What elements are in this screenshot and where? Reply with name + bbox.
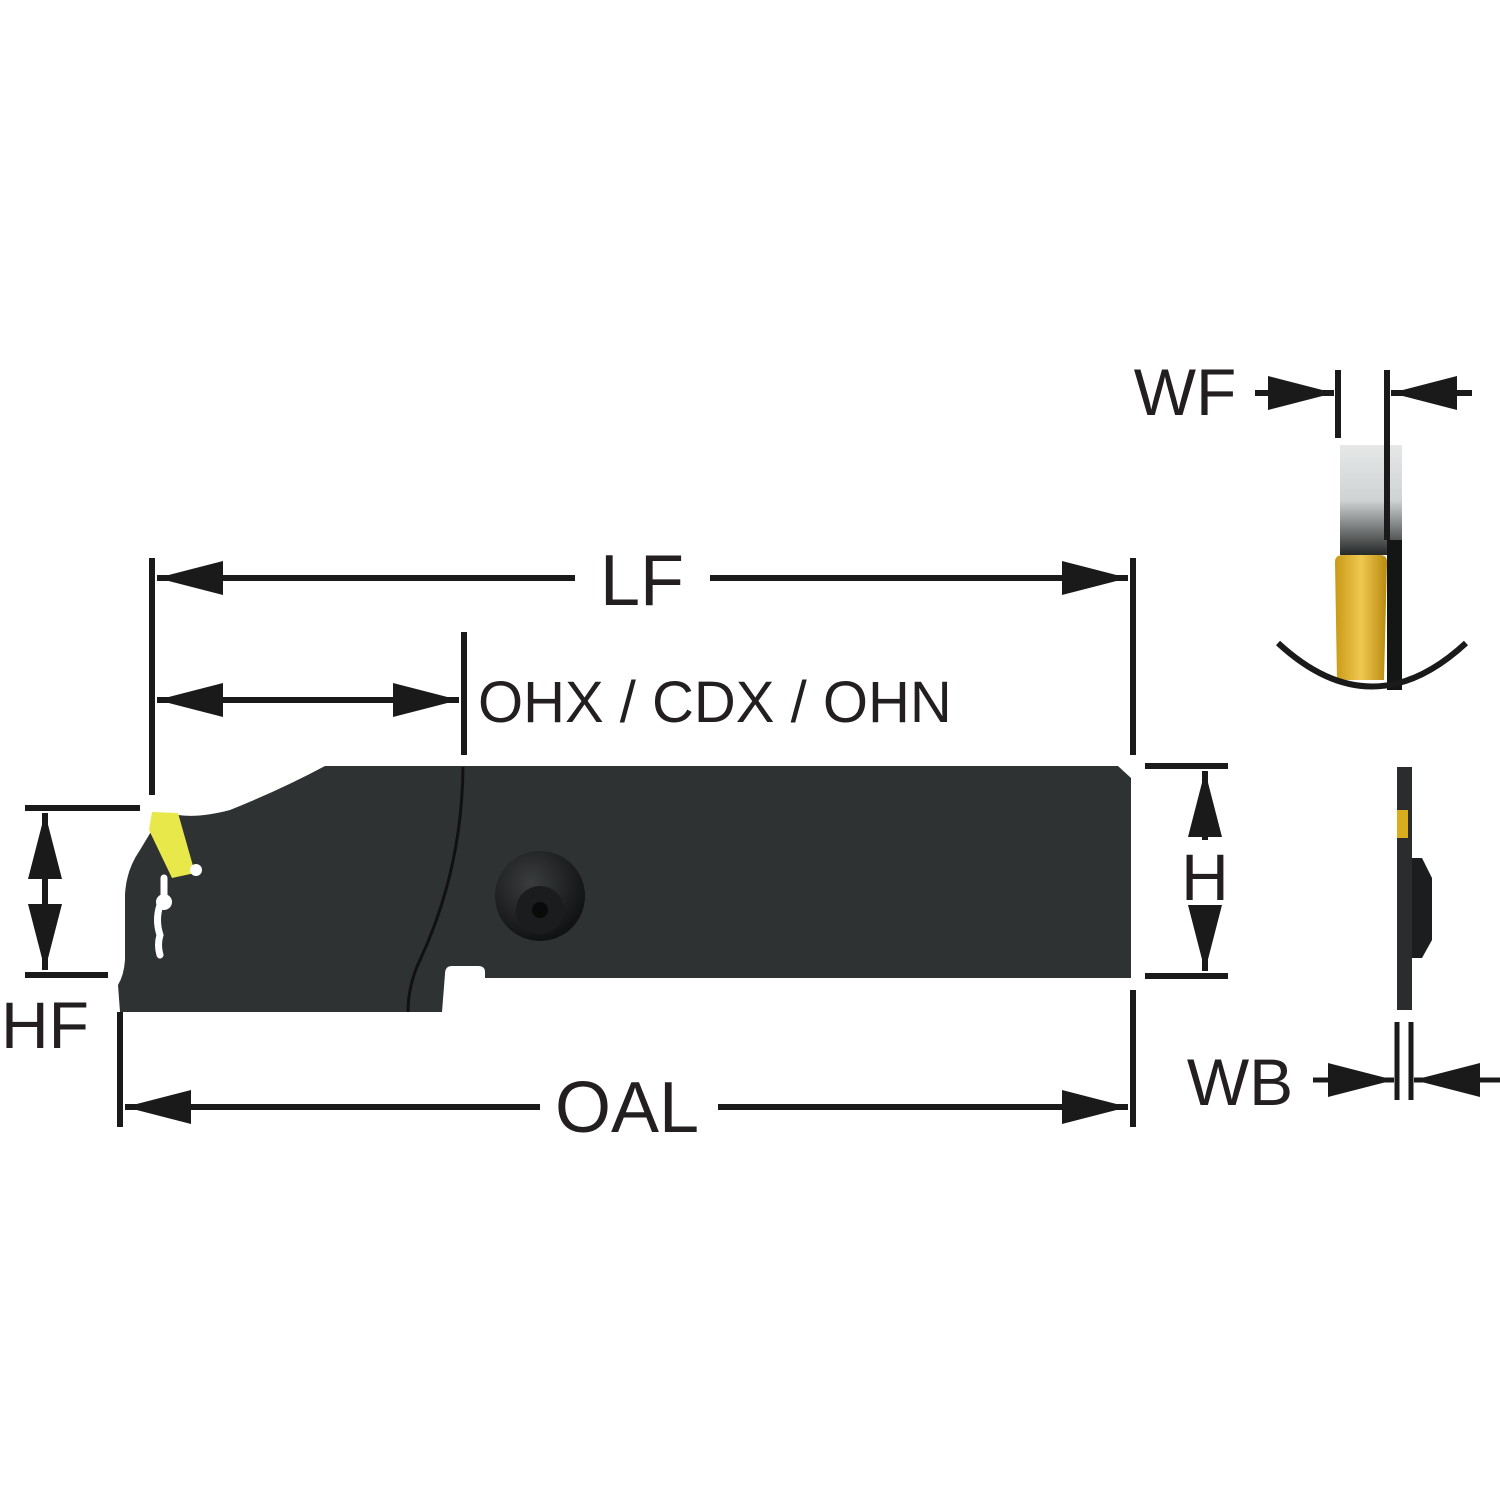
tool-body bbox=[118, 766, 1131, 1013]
h-dimension bbox=[1145, 763, 1228, 979]
insert bbox=[149, 812, 195, 878]
wf-label: WF bbox=[1134, 355, 1237, 429]
wb-label: WB bbox=[1187, 1045, 1293, 1119]
ohx-dimension bbox=[157, 632, 467, 755]
oal-dimension bbox=[117, 990, 1136, 1127]
insert-front bbox=[1335, 555, 1387, 680]
seam-line bbox=[406, 766, 465, 1013]
hf-label: HF bbox=[1, 988, 89, 1062]
h-label: H bbox=[1181, 840, 1229, 914]
insert-end bbox=[1397, 810, 1408, 838]
workpiece-arc bbox=[1275, 640, 1469, 690]
lf-label: LF bbox=[600, 541, 684, 621]
end-view bbox=[1313, 767, 1500, 1100]
front-view bbox=[1255, 370, 1472, 690]
ohx-label: OHX / CDX / OHN bbox=[478, 670, 952, 735]
lf-dimension bbox=[149, 558, 1136, 795]
oal-label: OAL bbox=[555, 1068, 699, 1148]
hf-dimension bbox=[25, 805, 140, 978]
